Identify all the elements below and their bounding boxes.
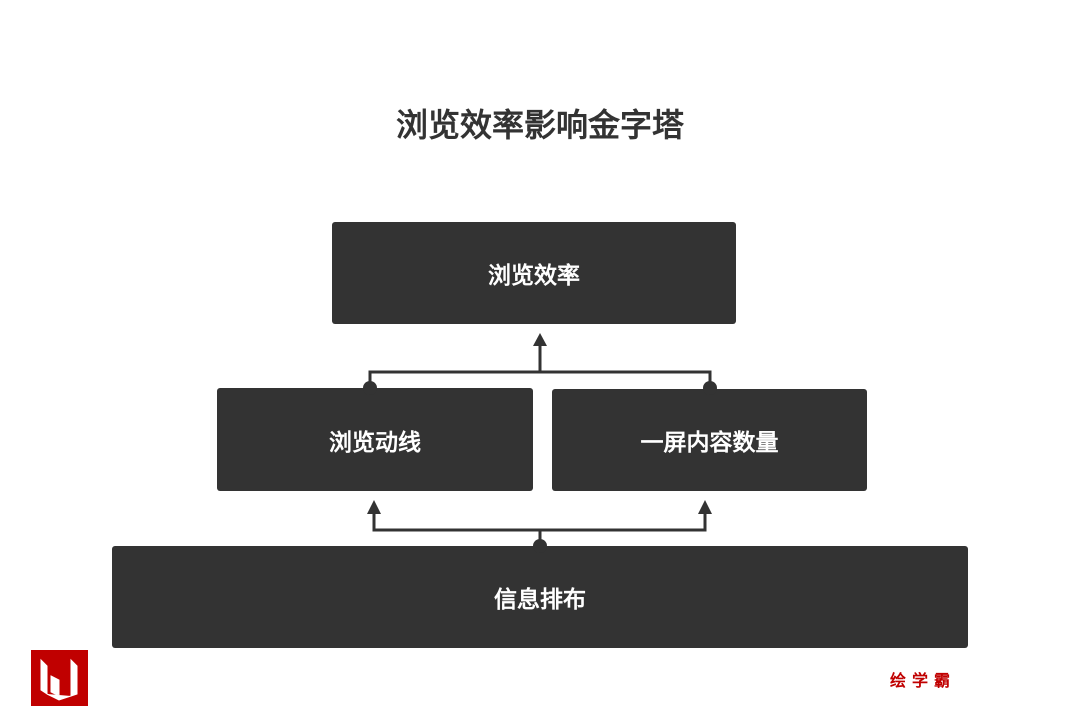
diagram-title: 浏览效率影响金字塔: [395, 106, 684, 144]
node-label: 浏览效率: [488, 263, 580, 289]
junction-dot: [533, 539, 547, 553]
node-label: 信息排布: [494, 587, 586, 613]
node-label: 一屏内容数量: [640, 430, 779, 456]
brand-logo: [31, 650, 88, 706]
arrow-up-icon: [698, 500, 712, 514]
brand-name: 绘学霸: [890, 671, 957, 690]
junction-dot: [703, 381, 717, 395]
node-browsing-efficiency: 浏览效率: [332, 222, 736, 324]
node-information-layout: 信息排布: [112, 546, 968, 648]
node-content-per-screen: 一屏内容数量: [552, 389, 867, 491]
node-label: 浏览动线: [329, 429, 421, 456]
arrow-up-icon: [533, 333, 547, 346]
connector-upper: [368, 342, 712, 388]
junction-dot: [363, 381, 377, 395]
arrow-up-icon: [367, 500, 381, 514]
node-browsing-path: 浏览动线: [217, 388, 533, 491]
